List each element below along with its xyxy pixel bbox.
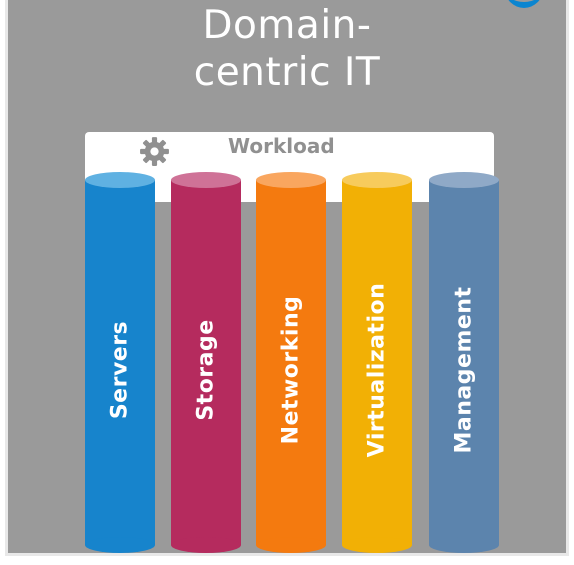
corner-accent-decoration	[505, 0, 543, 8]
pillar-top	[429, 172, 499, 188]
pillar-base	[342, 537, 412, 553]
pillar-management	[429, 172, 499, 553]
pillar-label-management: Management	[451, 286, 477, 454]
pillar-top	[85, 172, 155, 188]
gear-icon	[140, 137, 169, 166]
diagram-title: Domain- centric IT	[193, 3, 381, 95]
pillar-body	[342, 180, 412, 545]
pillar-label-networking: Networking	[278, 295, 304, 445]
pillar-body	[256, 180, 326, 545]
pillar-base	[85, 537, 155, 553]
pillar-top	[171, 172, 241, 188]
pillar-body	[429, 180, 499, 545]
pillar-label-storage: Storage	[193, 319, 219, 421]
pillar-body	[171, 180, 241, 545]
pillar-servers	[85, 172, 155, 553]
pillar-label-servers: Servers	[107, 320, 133, 420]
pillar-base	[429, 537, 499, 553]
workload-label: Workload	[228, 134, 335, 158]
pillar-label-virtualization: Virtualization	[364, 282, 390, 458]
pillar-virtualization	[342, 172, 412, 553]
pillar-storage	[171, 172, 241, 553]
pillar-body	[85, 180, 155, 545]
pillar-base	[256, 537, 326, 553]
pillar-top	[342, 172, 412, 188]
pillar-top	[256, 172, 326, 188]
pillar-base	[171, 537, 241, 553]
pillar-networking	[256, 172, 326, 553]
